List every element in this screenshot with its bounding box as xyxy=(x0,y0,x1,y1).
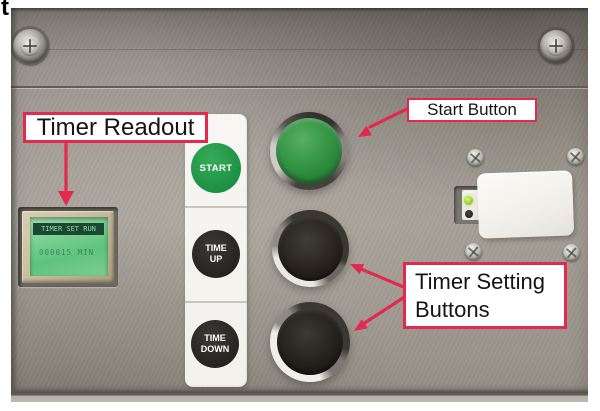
screw-head xyxy=(546,36,566,56)
status-led xyxy=(464,196,473,205)
connector-hole xyxy=(465,210,473,218)
time-down-label-circle: TIME DOWN xyxy=(191,320,239,368)
time-up-label-line2: UP xyxy=(209,254,223,264)
timer-readout-callout-text: Timer Readout xyxy=(36,114,195,141)
timer-readout-display: TIMER SET RUN 000015 MIN xyxy=(18,207,118,287)
module-screw-top-left xyxy=(467,149,484,166)
strip-separator xyxy=(185,301,247,303)
timer-setting-callout: Timer Setting Buttons xyxy=(403,262,567,329)
start-label-circle: START xyxy=(191,143,241,193)
screw-top-right xyxy=(540,30,572,62)
lcd-screen: TIMER SET RUN 000015 MIN xyxy=(30,217,108,276)
start-button-callout-text: Start Button xyxy=(427,100,517,119)
time-down-label-line2: DOWN xyxy=(200,344,230,354)
timer-setting-callout-line1: Timer Setting xyxy=(415,269,546,294)
time-up-label-circle: TIME UP xyxy=(192,230,240,278)
strip-separator xyxy=(185,206,247,208)
time-down-label-line1: TIME xyxy=(204,332,226,343)
lcd-status-line: TIMER SET RUN xyxy=(33,223,104,235)
start-label-text: START xyxy=(199,162,233,174)
start-button[interactable] xyxy=(270,112,348,190)
panel-top-edge xyxy=(11,8,588,12)
panel-seam xyxy=(11,86,588,89)
screw-slot xyxy=(29,39,31,53)
start-button-callout: Start Button xyxy=(407,98,537,122)
time-up-button-face[interactable] xyxy=(278,216,343,281)
time-up-label-line1: TIME xyxy=(205,242,227,253)
panel-left-edge xyxy=(11,8,18,402)
screw-top-left xyxy=(13,29,47,63)
module-screw-bottom-right xyxy=(563,244,580,261)
io-module xyxy=(476,170,575,239)
module-screw-bottom-left xyxy=(465,243,482,260)
time-down-button[interactable] xyxy=(270,302,350,382)
screw-slot xyxy=(555,39,557,53)
timer-setting-callout-line2: Buttons xyxy=(415,297,490,322)
start-button-face[interactable] xyxy=(276,118,342,184)
lcd-value-line: 000015 MIN xyxy=(39,248,95,257)
module-screw-top-right xyxy=(567,148,584,165)
panel-bottom-edge xyxy=(11,385,588,402)
stray-text: t xyxy=(1,0,9,21)
panel-seam-faint xyxy=(11,49,588,50)
control-panel-photo: TIMER SET RUN 000015 MIN START TIME UP T… xyxy=(11,8,588,402)
panel-top-shading xyxy=(11,8,588,86)
timer-readout-callout: Timer Readout xyxy=(23,112,208,143)
screw-head xyxy=(20,36,40,56)
button-label-strip: START TIME UP TIME DOWN xyxy=(185,114,247,387)
time-down-button-face[interactable] xyxy=(277,309,343,375)
time-up-button[interactable] xyxy=(272,210,349,287)
